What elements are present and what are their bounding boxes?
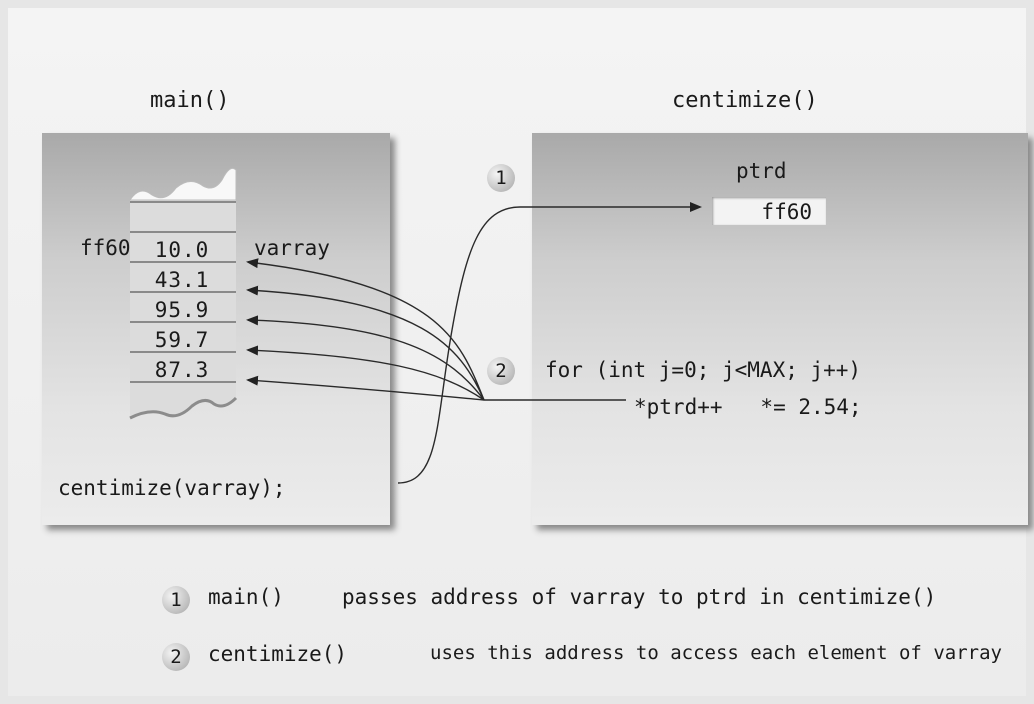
access-arrow-1 xyxy=(246,285,485,401)
step-1-marker: 1 xyxy=(487,164,515,192)
legend-step-1-subject: main() xyxy=(208,585,284,609)
legend-step-1-marker: 1 xyxy=(162,586,190,614)
access-arrow-4 xyxy=(246,375,485,401)
array-element-4: 87.3 xyxy=(154,358,210,382)
legend-step-2-text: uses this address to access each element… xyxy=(430,642,1002,664)
legend-step-2-subject: centimize() xyxy=(208,642,348,666)
legend-step-2-marker: 2 xyxy=(162,643,190,671)
centimize-title: centimize() xyxy=(672,88,818,113)
array-element-1: 43.1 xyxy=(154,268,210,292)
function-call: centimize(varray); xyxy=(58,476,286,500)
address-pass-arrow xyxy=(397,202,702,484)
loop-code-line: for (int j=0; j<MAX; j++) xyxy=(545,358,862,382)
array-element-3: 59.7 xyxy=(154,328,210,352)
array-element-0: 10.0 xyxy=(154,238,210,262)
array-address: ff60 xyxy=(80,236,131,260)
access-arrow-0 xyxy=(246,258,485,401)
array-name-label: varray xyxy=(254,236,330,260)
body-code-line: *ptrd++ *= 2.54; xyxy=(634,395,862,419)
access-arrow-3 xyxy=(246,345,485,401)
main-title: main() xyxy=(150,88,230,113)
pointer-name: ptrd xyxy=(736,159,787,183)
array-element-2: 95.9 xyxy=(154,298,210,322)
pointer-value-cell: ff60 xyxy=(712,197,826,225)
access-arrow-2 xyxy=(246,315,485,401)
step-2-marker: 2 xyxy=(487,357,515,385)
legend-step-1-text: passes address of varray to ptrd in cent… xyxy=(342,585,937,609)
